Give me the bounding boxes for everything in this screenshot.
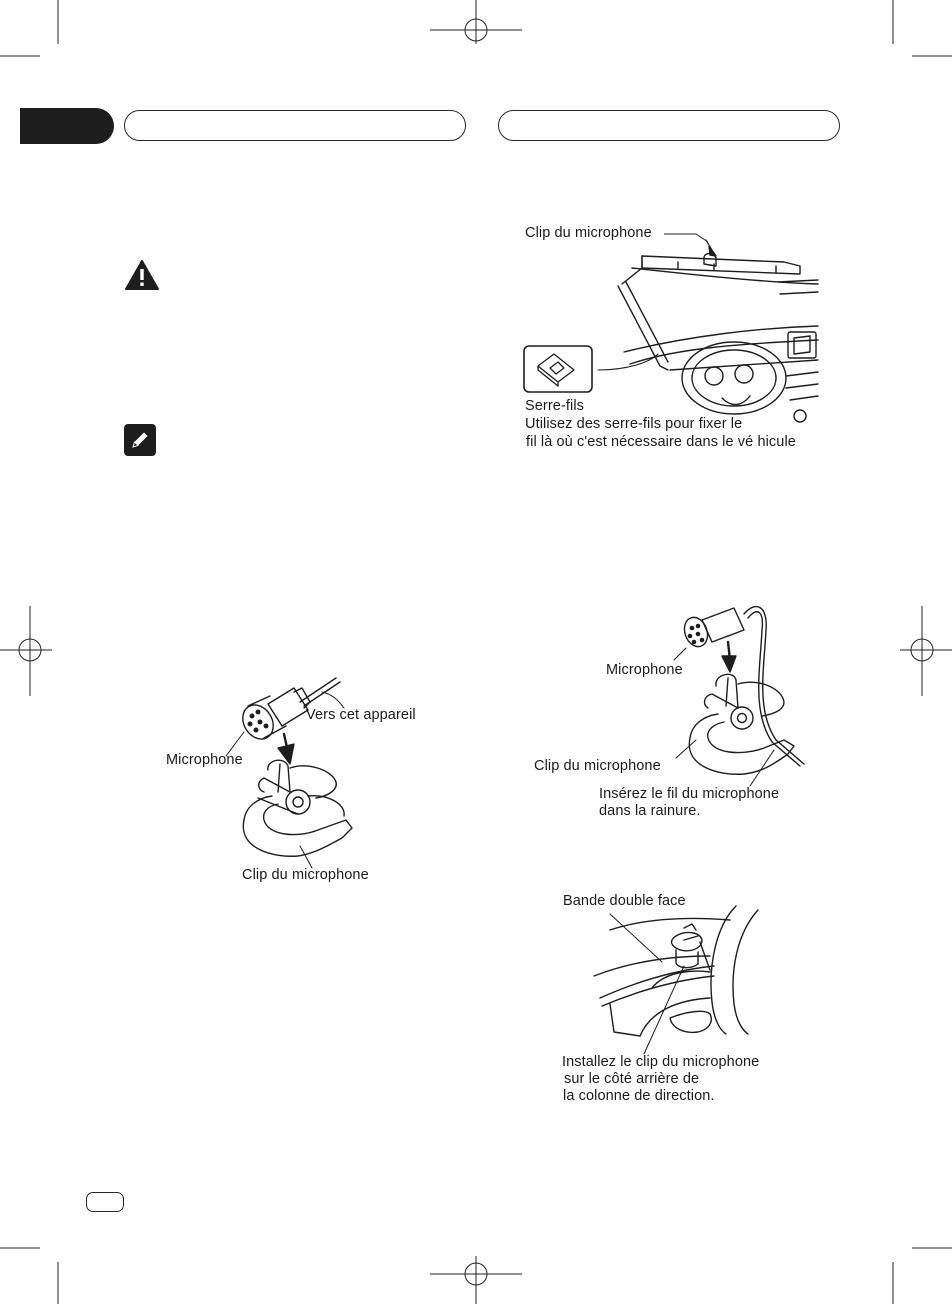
fig1-clip-label: Clip du microphone bbox=[525, 225, 652, 241]
fig1-note-line2: fil là où c'est nécessaire dans le vé hi… bbox=[526, 434, 796, 450]
registration-mark-top-icon bbox=[430, 0, 522, 44]
figure-clip-on-sunvisor bbox=[518, 236, 818, 446]
section-header-pill bbox=[498, 110, 840, 141]
figure-mic-clip-left bbox=[228, 670, 428, 880]
registration-mark-bottom-icon bbox=[430, 1256, 522, 1304]
fig2-clip-label: Clip du microphone bbox=[242, 867, 369, 883]
fig3-insert-line2: dans la rainure. bbox=[599, 803, 701, 819]
fig3-clip-label: Clip du microphone bbox=[534, 758, 661, 774]
registration-mark-right-icon bbox=[900, 606, 952, 696]
fig2-vers-label: Vers cet appareil bbox=[306, 707, 416, 723]
warning-triangle-icon bbox=[124, 259, 160, 291]
chapter-header-pill bbox=[124, 110, 466, 141]
figure-mic-clip-right bbox=[672, 600, 812, 790]
page-number-box bbox=[86, 1192, 124, 1212]
section-tab bbox=[20, 108, 114, 144]
fig4-install-line3: la colonne de direction. bbox=[563, 1088, 715, 1104]
fig3-insert-line1: Insérez le fil du microphone bbox=[599, 786, 780, 802]
fig2-microphone-label: Microphone bbox=[166, 752, 243, 768]
fig4-install-line2: sur le côté arrière de bbox=[564, 1071, 700, 1087]
fig3-microphone-label: Microphone bbox=[606, 662, 683, 678]
fig1-note-line1: Utilisez des serre-fils pour fixer le bbox=[525, 416, 743, 432]
fig4-bande-label: Bande double face bbox=[563, 893, 686, 909]
fig4-install-line1: Installez le clip du microphone bbox=[562, 1054, 760, 1070]
pencil-note-icon bbox=[124, 424, 156, 456]
registration-mark-left-icon bbox=[0, 606, 52, 696]
fig1-serre-fils-label: Serre-fils bbox=[525, 398, 585, 414]
figure-clip-on-steering-column bbox=[580, 906, 780, 1066]
